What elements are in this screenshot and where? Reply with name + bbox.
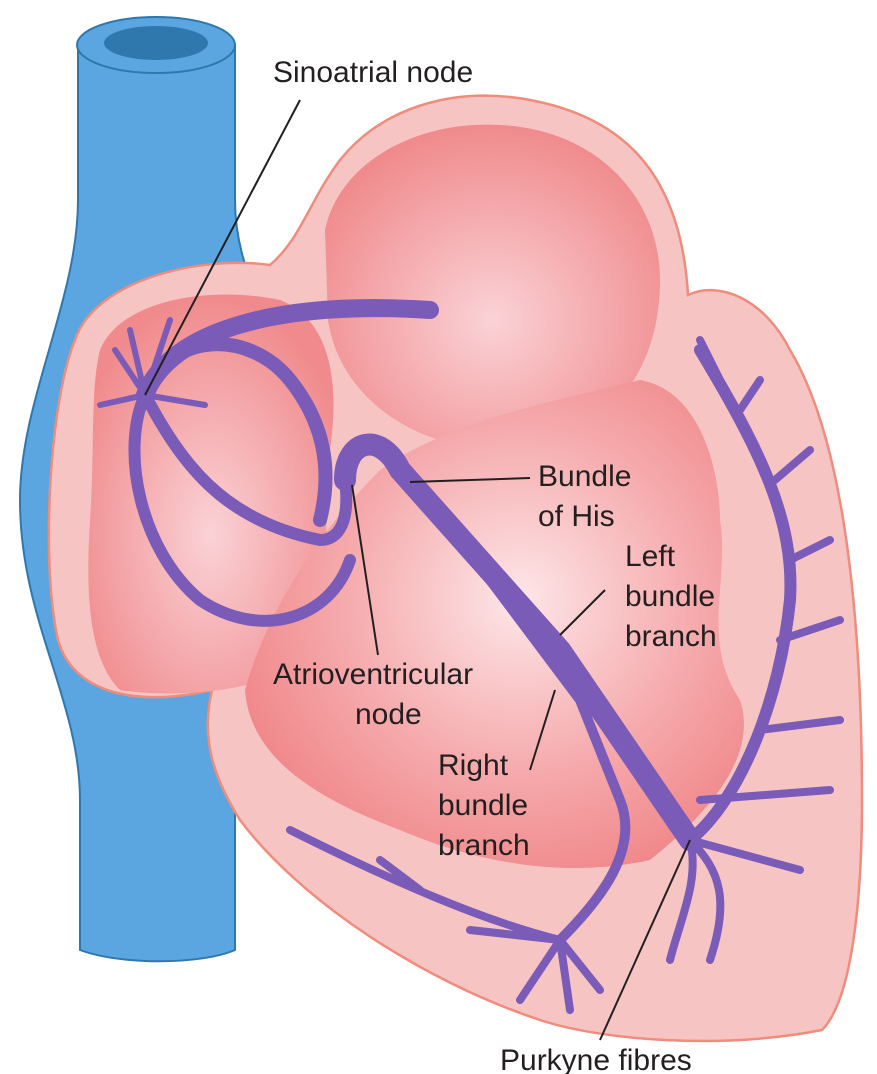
label-av-node: Atrioventricular (273, 658, 473, 691)
vessel-lumen (104, 26, 208, 60)
left-atrium (325, 124, 660, 451)
label-left-bundle-branch: Left (625, 540, 676, 573)
label-purkyne-fibres: Purkyne fibres (500, 1044, 692, 1074)
label-av-node-2: node (355, 698, 422, 731)
leader-lines (144, 99, 691, 1041)
conduction-system (97, 299, 844, 1014)
label-right-bundle-branch: Right (438, 749, 509, 782)
label-sinoatrial-node: Sinoatrial node (273, 56, 473, 89)
label-left-bundle-branch-2: bundle (625, 580, 715, 613)
label-right-bundle-branch-2: bundle (438, 789, 528, 822)
label-bundle-of-his: Bundle (538, 460, 631, 493)
label-left-bundle-branch-3: branch (625, 620, 717, 653)
label-right-bundle-branch-3: branch (438, 829, 530, 862)
label-bundle-of-his-2: of His (538, 500, 615, 533)
